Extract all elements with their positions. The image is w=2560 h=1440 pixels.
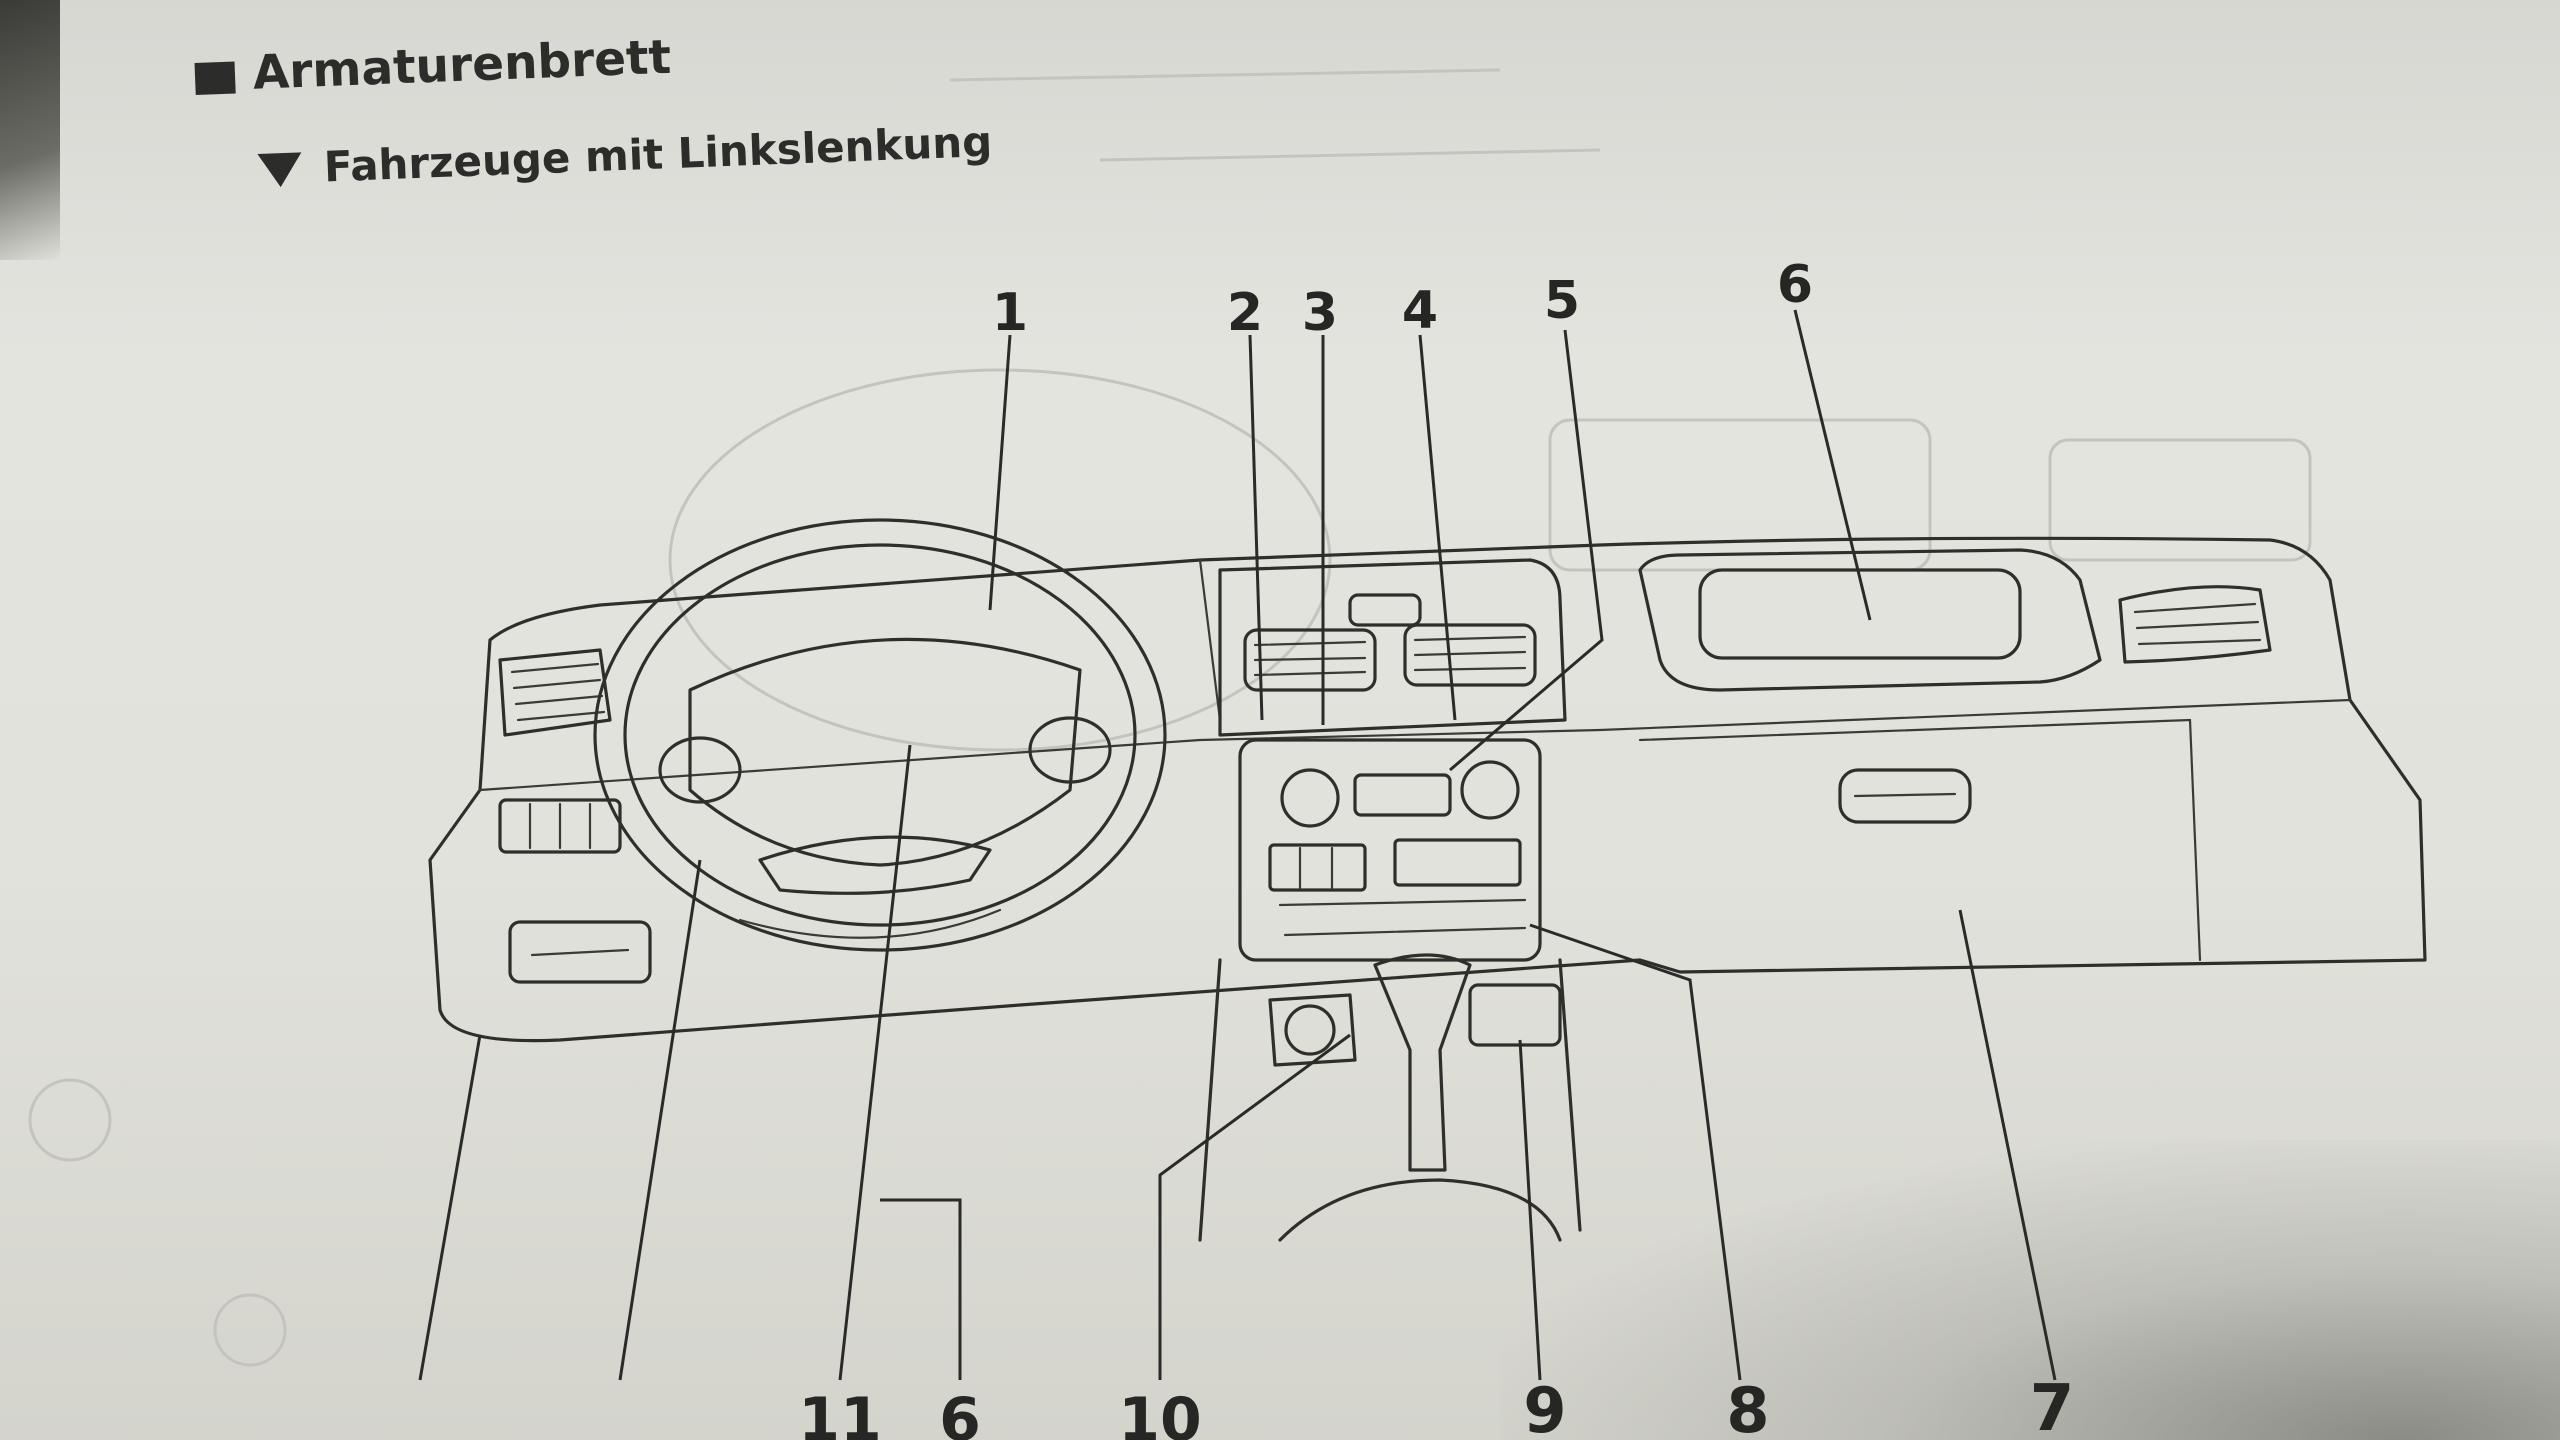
callout-numbers: 1 2 3 4 5 6 7 8 9 10 11 6 <box>798 255 2074 1440</box>
callout-3: 3 <box>1302 283 1338 343</box>
callout-9: 9 <box>1523 1374 1566 1440</box>
bleed-through-ghost <box>28 68 2312 1367</box>
book-binding-shadow <box>0 0 60 260</box>
callout-7: 7 <box>2030 1372 2075 1440</box>
callout-8: 8 <box>1726 1374 1769 1440</box>
callout-leaders <box>418 309 2057 1381</box>
callout-6-lower: 6 <box>939 1385 981 1440</box>
dashboard-body <box>428 536 2427 1242</box>
callout-4: 4 <box>1402 281 1438 341</box>
hand-shadow <box>1500 1140 2560 1440</box>
callout-6: 6 <box>1777 255 1813 315</box>
callout-5: 5 <box>1544 271 1580 331</box>
callout-2: 2 <box>1227 283 1263 343</box>
callout-1: 1 <box>992 283 1028 343</box>
callout-10: 10 <box>1118 1385 1202 1440</box>
steering-wheel <box>593 518 1167 952</box>
callout-11: 11 <box>798 1385 882 1440</box>
